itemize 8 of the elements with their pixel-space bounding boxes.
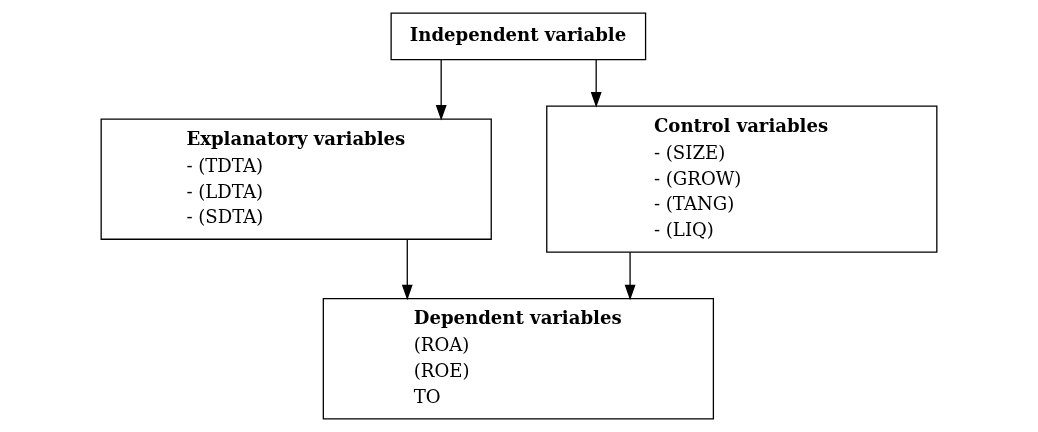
node-box: Independent variable (390, 12, 647, 61)
arrow (624, 251, 636, 301)
node-box: Dependent variables (ROA) (ROE) TO (322, 298, 715, 420)
node-box: Explanatory variables - (TDTA) - (LDTA) - (SDTA) (100, 118, 492, 240)
arrow (590, 59, 602, 108)
arrow (435, 59, 447, 121)
arrow (401, 238, 413, 301)
node-box: Control variables - (SIZE) - (GROW) - (TANG) - (LIQ) (546, 105, 938, 253)
